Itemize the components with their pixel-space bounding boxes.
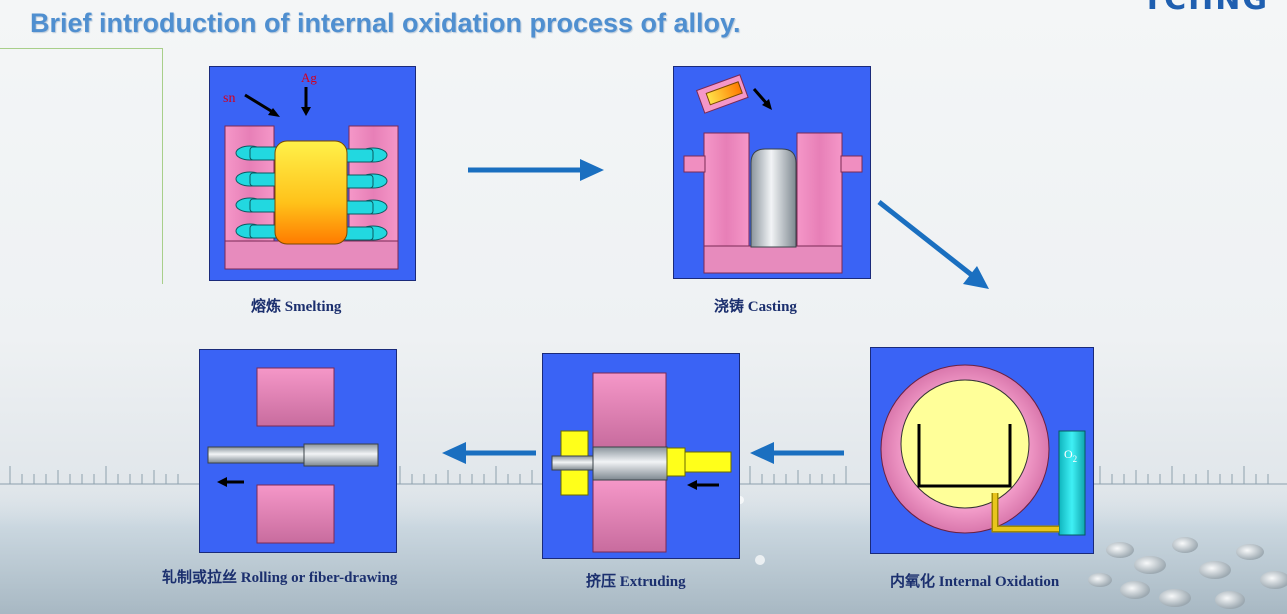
smelting-panel: sn Ag [209,66,416,281]
internal-oxidation-label: 内氧化 Internal Oxidation [890,574,1060,590]
casting-panel [673,66,871,279]
smelting-label: 熔炼 Smelting [251,299,342,315]
extruding-label: 挤压 Extruding [586,574,686,590]
page-title: Brief introduction of internal oxidation… [30,8,741,38]
decorative-line [162,48,163,284]
rolling-label: 轧制或拉丝 Rolling or fiber-drawing [162,570,398,586]
svg-text:O2: O2 [1064,447,1077,464]
decorative-line [0,48,163,49]
flow-arrow-icon [442,442,536,464]
extruding-panel [542,353,740,559]
flow-arrow-icon [468,159,604,181]
flow-arrow-icon [877,200,989,289]
oxygen-label: O [1064,447,1073,461]
oxygen-subscript: 2 [1073,454,1078,464]
casting-label: 浇铸 Casting [714,299,797,315]
brand-logo: YCHNG [1141,0,1269,17]
rolling-panel [199,349,397,553]
element-ag-label: Ag [301,70,317,85]
internal-oxidation-panel: O2 [870,347,1094,554]
element-sn-label: sn [223,91,235,106]
flow-arrow-icon [750,442,844,464]
